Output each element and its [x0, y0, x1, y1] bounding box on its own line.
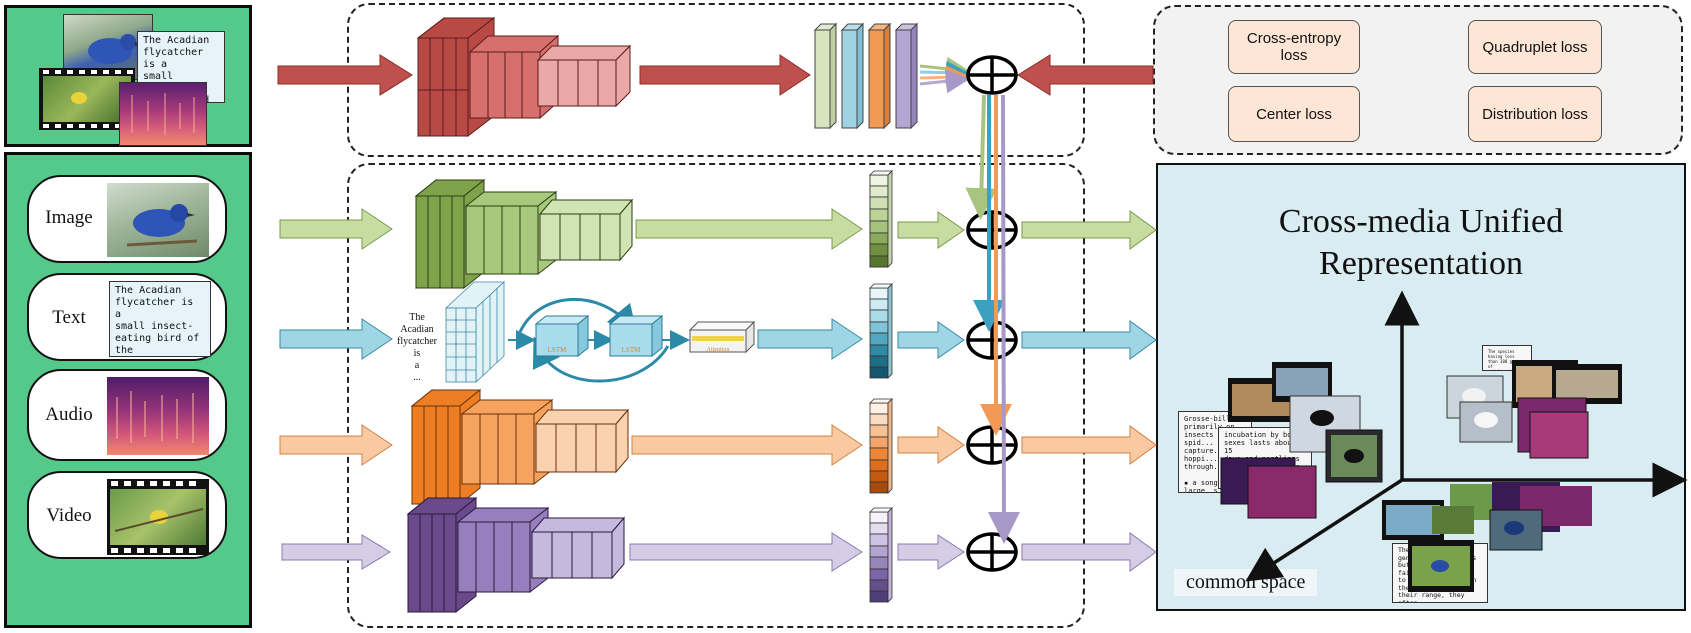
text-input-card: Text The Acadian flycatcher is a small i… — [27, 273, 227, 361]
representation-panel: Cross-media Unified Representation Gross… — [1156, 163, 1686, 611]
cluster-text-3: The species having less than 100 grams o… — [1482, 345, 1532, 371]
combined-spectrogram — [119, 82, 207, 146]
bird-photo-icon — [107, 183, 209, 257]
audio-label: Audio — [45, 404, 93, 425]
quadruplet-loss: Quadruplet loss — [1468, 20, 1602, 74]
image-extractor-label: Image Feature Extractor — [440, 220, 596, 237]
video-label: Video — [46, 505, 92, 526]
text-label: Text — [52, 307, 86, 328]
modality-input-panel: Image Text The Acadian flycatcher is a s… — [4, 152, 252, 628]
common-space-label: common space — [1174, 569, 1318, 596]
image-input-card: Image — [27, 175, 227, 263]
center-loss: Center loss — [1228, 86, 1360, 142]
representation-title: Cross-media Unified Representation — [1278, 203, 1564, 282]
video-extractor-label: Video Feature Extractor — [436, 542, 590, 559]
audio-input-card: Audio — [27, 369, 227, 461]
bird-photo-icon — [88, 34, 142, 64]
filmstrip-icon — [107, 479, 209, 555]
cross-entropy-loss: Cross-entropy loss — [1228, 20, 1360, 74]
filmstrip-icon — [43, 70, 133, 128]
video-input-card: Video — [27, 471, 227, 559]
cluster-text-4: These birds are generally monogamous but… — [1392, 543, 1488, 603]
combined-input-panel: The Acadian flycatcher is a small insect… — [4, 5, 252, 147]
common-extractor-label: Common Feature Extractor — [434, 66, 610, 83]
cluster-text-2: incubation by both sexes lasts about 15 … — [1218, 427, 1312, 489]
text-branch-words: The Acadian flycatcher is a ... — [397, 312, 437, 383]
spectrogram-icon — [131, 93, 195, 135]
image-label: Image — [45, 207, 93, 228]
text-input-snippet: The Acadian flycatcher is a small insect… — [109, 281, 211, 357]
audio-extractor-label: Audio Feature Extractor — [438, 437, 594, 454]
combined-filmstrip — [39, 68, 135, 130]
cluster-text-5: The birds that were first described in 1… — [1498, 491, 1556, 519]
modality-branch-region — [347, 163, 1085, 628]
spectrogram-icon — [107, 377, 209, 455]
distribution-loss: Distribution loss — [1468, 86, 1602, 142]
